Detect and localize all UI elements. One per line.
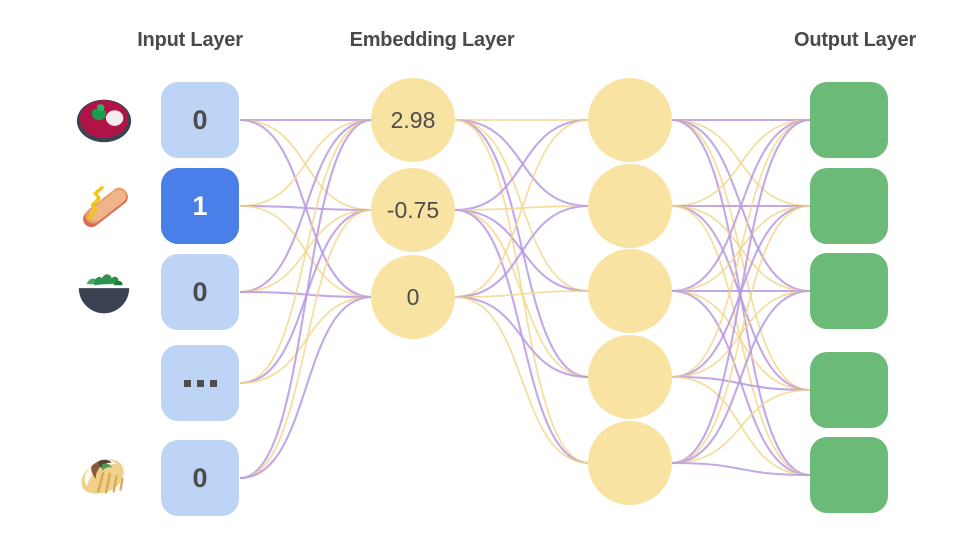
input-node-1[interactable]: 0 xyxy=(161,82,239,158)
input-node-value: 1 xyxy=(192,190,208,221)
hidden-node-2[interactable] xyxy=(588,164,672,248)
edge-hidden-1-to-output-4 xyxy=(671,119,811,391)
edge-input-2-to-embedding-1 xyxy=(239,119,373,207)
edge-embedding-1-to-hidden-3 xyxy=(454,119,590,292)
edge-hidden-3-to-output-4 xyxy=(671,290,811,391)
embedding-node-2[interactable]: -0.75 xyxy=(371,168,455,252)
embedding-node-value: 2.98 xyxy=(390,106,436,133)
input-node-3[interactable]: 0 xyxy=(161,254,239,330)
edge-input-1-to-embedding-2 xyxy=(239,119,373,211)
output-node-2[interactable] xyxy=(810,168,888,244)
edge-input-4-to-embedding-3 xyxy=(239,296,373,384)
input-node-4[interactable] xyxy=(161,345,239,421)
hidden-node-4[interactable] xyxy=(588,335,672,419)
edge-hidden-4-to-output-4 xyxy=(671,375,811,392)
edge-embedding-3-to-hidden-2 xyxy=(454,204,590,299)
input-node-value: 0 xyxy=(192,104,208,135)
edge-hidden-2-to-output-1 xyxy=(671,119,811,207)
edge-input-5-to-embedding-1 xyxy=(239,118,373,480)
edge-hidden-2-to-output-4 xyxy=(671,204,811,392)
hidden-node-5[interactable] xyxy=(588,421,672,505)
output-node-5[interactable] xyxy=(810,437,888,513)
layer-title-embedding: Embedding Layer xyxy=(349,29,515,51)
salad-icon xyxy=(73,261,135,323)
edge-embedding-3-to-hidden-4 xyxy=(454,295,590,379)
output-node-3[interactable] xyxy=(810,253,888,329)
edge-hidden-5-to-output-3 xyxy=(671,289,811,465)
output-node-1[interactable] xyxy=(810,82,888,158)
edge-embedding-3-to-hidden-3 xyxy=(454,290,590,298)
edge-hidden-5-to-output-1 xyxy=(671,118,811,465)
edge-input-5-to-embedding-2 xyxy=(239,209,373,479)
hidden-node-3[interactable] xyxy=(588,249,672,333)
output-node-4[interactable] xyxy=(810,352,888,428)
edge-embedding-3-to-hidden-1 xyxy=(454,119,590,298)
edge-embedding-3-to-hidden-5 xyxy=(454,296,590,464)
embedding-node-value: 0 xyxy=(406,283,420,310)
edge-hidden-5-to-output-5 xyxy=(671,461,811,477)
input-node-5[interactable]: 0 xyxy=(161,440,239,516)
layer-title-input: Input Layer xyxy=(137,29,243,51)
hidden-node-1[interactable] xyxy=(588,78,672,162)
edge-hidden-3-to-output-1 xyxy=(671,118,811,293)
edge-hidden-5-to-output-4 xyxy=(671,389,811,464)
input-node-value: 0 xyxy=(192,276,208,307)
edge-hidden-4-to-output-1 xyxy=(671,119,811,378)
edge-embedding-1-to-hidden-4 xyxy=(454,118,590,379)
edge-input-5-to-embedding-3 xyxy=(239,295,373,480)
embedding-node-3[interactable]: 0 xyxy=(371,255,455,339)
layer-title-output: Output Layer xyxy=(793,29,917,51)
edge-embedding-1-to-hidden-2 xyxy=(454,118,590,208)
embedding-node-1[interactable]: 2.98 xyxy=(371,78,455,162)
edge-embedding-2-to-hidden-1 xyxy=(454,118,590,212)
input-node-value: 0 xyxy=(192,462,208,493)
burrito-icon xyxy=(73,447,135,509)
hotdog-icon xyxy=(73,175,135,237)
edge-hidden-5-to-output-2 xyxy=(671,205,811,464)
embedding-node-value: -0.75 xyxy=(386,196,440,223)
edge-input-3-to-embedding-1 xyxy=(239,118,373,294)
input-node-2[interactable]: 1 xyxy=(161,168,239,244)
input-node-value xyxy=(183,379,217,387)
edge-input-4-to-embedding-1 xyxy=(239,119,373,384)
steak-icon xyxy=(73,89,135,151)
